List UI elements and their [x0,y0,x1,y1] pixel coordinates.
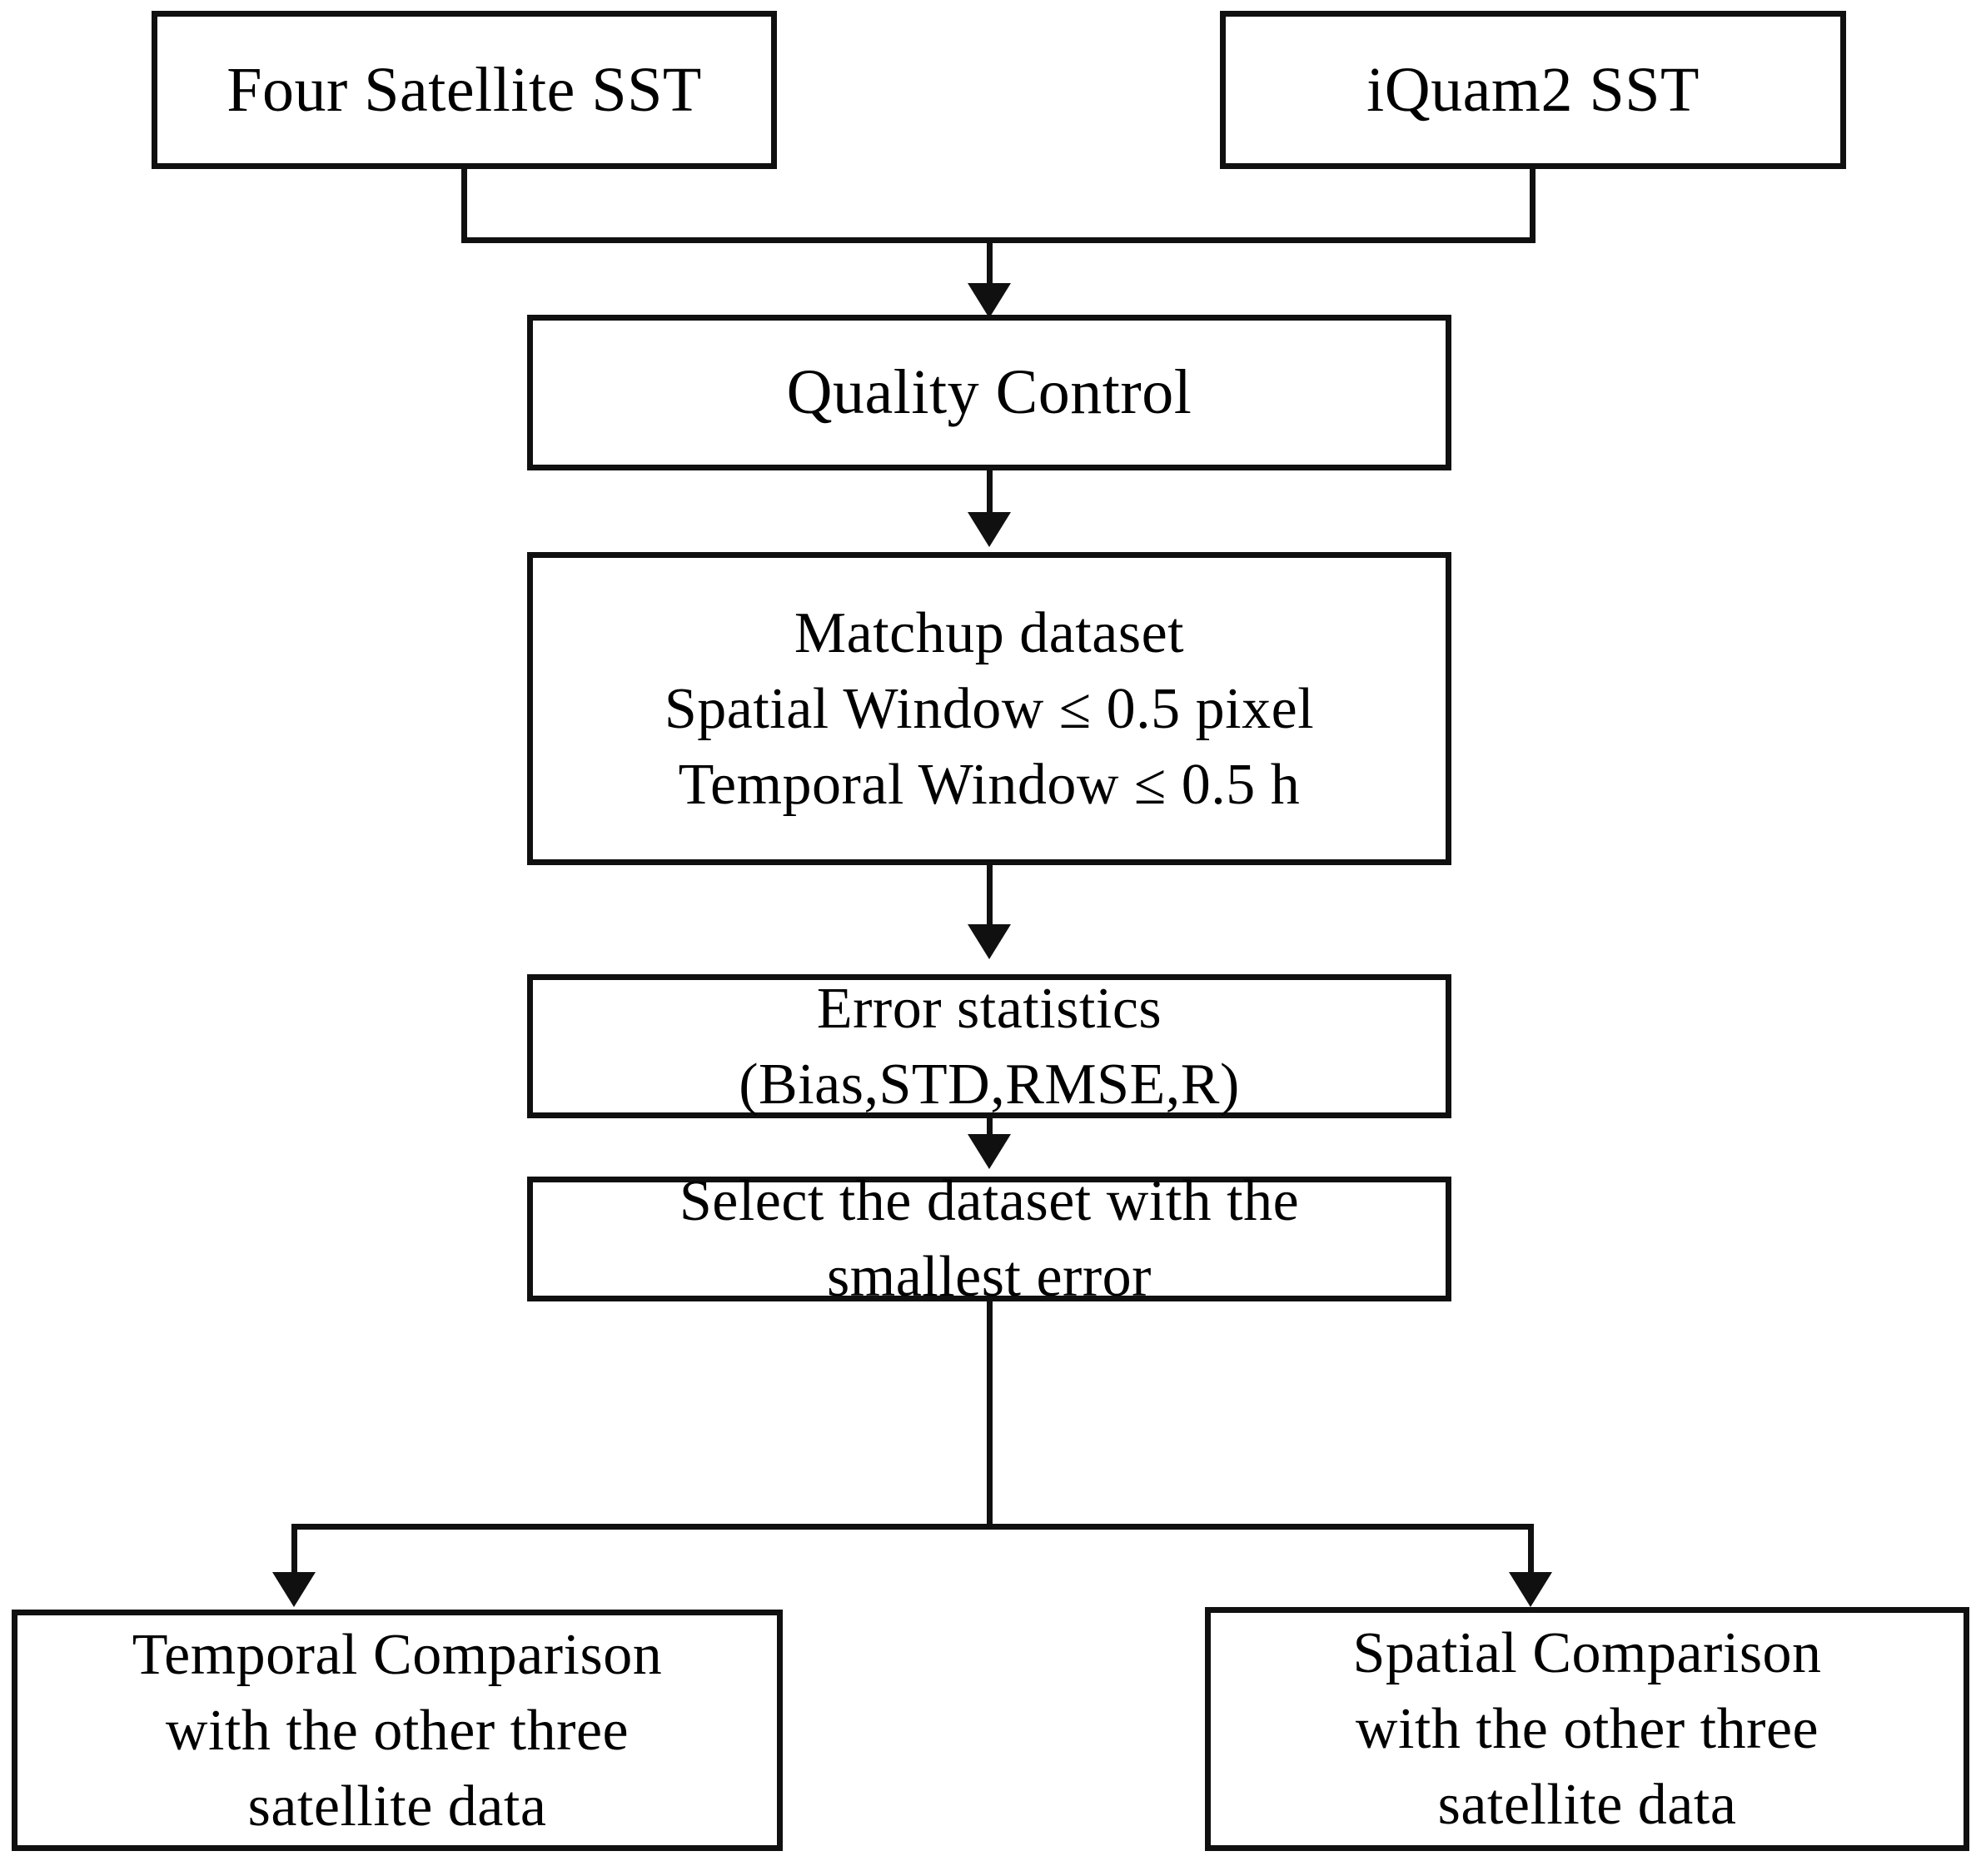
edge-error-statistics-to-select-dataset [987,1116,993,1137]
node-select-dataset-label: Select the dataset with the smallest err… [679,1169,1300,1309]
edge-four-satellite-sst-to-merge [461,167,467,243]
node-iquam2-sst-label: iQuam2 SST [1366,54,1700,125]
node-matchup-dataset[interactable]: Matchup dataset Spatial Window ≤ 0.5 pix… [527,552,1451,865]
edge-select-dataset-to-split [987,1299,993,1528]
node-iquam2-sst[interactable]: iQuam2 SST [1220,11,1846,169]
edge-merge-stem-to-quality-control [987,237,993,291]
edge-split-bar [291,1524,1534,1530]
edge-merge-bar [461,237,1536,243]
arrowhead-to-temporal-comparison [272,1572,316,1607]
node-select-dataset[interactable]: Select the dataset with the smallest err… [527,1169,1451,1309]
edge-matchup-dataset-to-error-statistics [987,862,993,928]
node-quality-control[interactable]: Quality Control [527,315,1451,470]
arrowhead-to-error-statistics [968,924,1011,959]
node-four-satellite-sst-label: Four Satellite SST [226,54,702,125]
arrowhead-to-select-dataset [968,1134,1011,1169]
node-spatial-comparison-label: Spatial Comparison with the other three … [1352,1621,1822,1837]
node-temporal-comparison-label: Temporal Comparison with the other three… [132,1622,663,1839]
node-spatial-comparison[interactable]: Spatial Comparison with the other three … [1205,1607,1969,1851]
node-temporal-comparison[interactable]: Temporal Comparison with the other three… [12,1610,783,1851]
node-error-statistics-label: Error statistics (Bias,STD,RMSE,R) [739,976,1240,1117]
edge-iquam2-sst-to-merge [1530,167,1536,243]
node-quality-control-label: Quality Control [786,357,1192,428]
node-four-satellite-sst[interactable]: Four Satellite SST [152,11,777,169]
edge-split-to-temporal-comparison [291,1524,297,1575]
arrowhead-to-quality-control [968,283,1011,318]
arrowhead-to-matchup-dataset [968,512,1011,547]
node-error-statistics[interactable]: Error statistics (Bias,STD,RMSE,R) [527,974,1451,1118]
node-matchup-dataset-label: Matchup dataset Spatial Window ≤ 0.5 pix… [664,600,1315,817]
arrowhead-to-spatial-comparison [1509,1572,1552,1607]
edge-quality-control-to-matchup-dataset [987,466,993,516]
edge-split-to-spatial-comparison [1528,1524,1534,1575]
